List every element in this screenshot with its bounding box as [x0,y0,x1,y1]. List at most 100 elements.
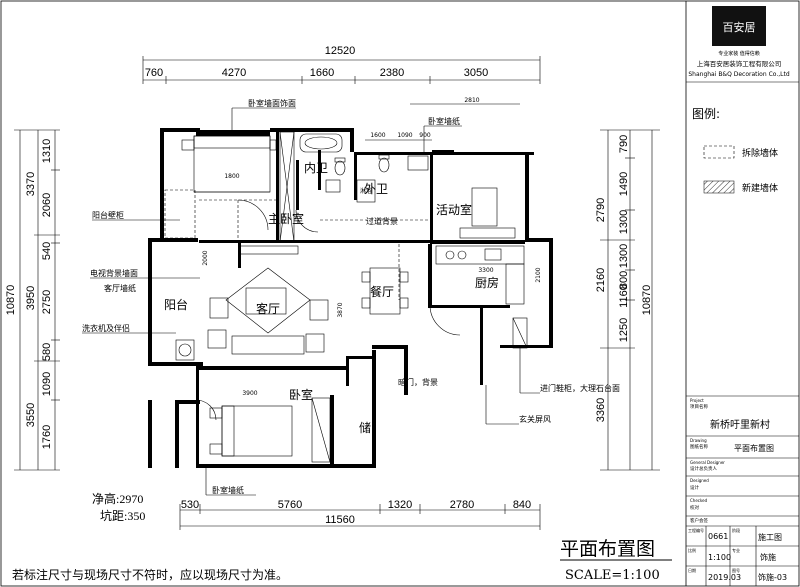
note-dark-door: 暗门，背景 [398,377,438,387]
kitchen-dim: 3300 [478,267,493,274]
stage-label: 阶段 [732,527,740,533]
right-inner-5: 800 [618,271,630,289]
right-inner-4: 1300 [618,244,630,268]
top-dim-2: 4270 [222,67,246,79]
room-activity: 活动室 [436,202,472,217]
note-bedroom-wallpaper-top: 卧室墙纸 [428,116,460,126]
legend-demolish: 拆除墙体 [742,147,778,159]
design-label-en: Designed [690,478,709,483]
room-labels: 主卧室 内卫 外卫 活动室 阳台 客厅 餐厅 厨房 卧室 储 [164,161,499,435]
toilet-1 [334,160,346,176]
right-inner-7: 1250 [618,318,630,342]
right-inner-3: 1300 [618,210,630,234]
right-outer-2: 2160 [595,268,607,292]
bedroom-dim: 3900 [242,390,257,397]
right-inner-6: 1160 [618,284,630,308]
note-balcony-cabinet: 阳台壁柜 [92,210,124,220]
job-value: 0661 [708,532,728,541]
annotations: 卧室墙面饰面 卧室墙纸 过道背景 阳台壁柜 电视背景墙面 客厅墙纸 洗衣机及伴侣… [82,98,620,496]
room-master-bedroom: 主卧室 [268,211,304,226]
legend-title: 图例: [692,107,720,121]
left-total-dim: 10870 [5,285,17,316]
title-block: 百安居 专业家装 值得信赖 上海百安居装饰工程有限公司 Shanghai B&Q… [686,6,799,586]
right-inner-1: 790 [618,135,630,153]
company-en: Shanghai B&Q Decoration Co.,Ltd [688,71,789,78]
net-height: 净高:2970 [92,491,143,506]
room-storage: 储 [359,420,371,435]
right-total-dim: 10870 [641,285,653,316]
left-inner-5: 580 [41,343,53,361]
notes: 净高:2970 坑距:350 若标注尺寸与现场尺寸不符时，应以现场尺寸为准。 平… [12,491,672,583]
left-outer-2: 3950 [25,286,37,310]
bed-width-dim: 1800 [224,173,239,180]
disclaimer: 若标注尺寸与现场尺寸不符时，应以现场尺寸为准。 [12,567,288,582]
living-rug [225,267,311,334]
furniture: 1800 淋浴 [175,131,542,463]
left-inner-3: 540 [41,242,53,260]
date-value: 2019.03 [708,573,741,582]
drawing-label-en: Drawing [690,438,707,443]
scale-label: 比例 [688,547,696,553]
bottom-dim-5: 840 [513,499,531,511]
note-bedroom-wallpaper-bottom: 卧室墙纸 [212,485,244,495]
bottom-dimensions: 530 5760 1320 2780 840 11560 [179,499,541,530]
right-outer-3: 3360 [595,398,607,422]
check-label-en: Checked [690,498,708,503]
legend-demolish-swatch [703,145,735,159]
left-inner-4: 2750 [41,290,53,314]
dim-900: 900 [419,132,431,139]
pit-distance: 坑距:350 [100,508,145,523]
note-washer-cabinet: 洗衣机及伴侣 [82,323,130,333]
stage-value: 施工图 [758,532,782,542]
master-bed [193,135,271,193]
left-inner-2: 2060 [41,193,53,217]
dining-table [369,267,401,315]
top-total-dim: 12520 [325,45,356,57]
top-dimensions: 12520 760 4270 1660 2380 3050 2810 1600 … [142,45,541,141]
dim-1600: 1600 [370,132,385,139]
check-label-cn: 校对 [690,504,699,511]
living-dim: 3870 [337,302,344,317]
left-inner-6: 1090 [41,372,53,396]
toilet-2 [378,157,390,173]
discipline-value: 饰施 [760,552,776,562]
room-balcony: 阳台 [164,297,188,312]
room-dining: 餐厅 [370,284,394,299]
design-label-cn: 设计 [690,484,699,491]
walls [148,128,553,468]
project-label-cn: 项目名称 [690,403,708,410]
top-dim-5: 3050 [464,67,488,79]
sheet-value: 饰施-03 [758,572,787,582]
washer [175,339,195,361]
note-tv-wall: 电视背景墙面 [90,268,138,278]
right-inner-2: 1490 [618,172,630,196]
right-outer-1: 2790 [595,198,607,222]
room-outer-bath: 外卫 [364,182,388,196]
bottom-dim-1: 530 [181,499,199,511]
top-dim-1: 760 [145,67,163,79]
discipline-label: 专业 [732,547,740,553]
tv-wall-dim: 2000 [202,250,209,265]
dim-1090: 1090 [397,132,412,139]
top-dim-4: 2380 [380,67,404,79]
drawing-title: 平面布置图 [560,538,655,560]
legend-new-wall-swatch [703,180,735,194]
bathtub [299,133,343,153]
logo-text: 百安居 [723,20,756,34]
project-name: 新桥吁里新村 [710,418,770,431]
left-inner-7: 1760 [41,425,53,449]
room-kitchen: 厨房 [475,275,499,290]
sheet-label: 图号 [732,567,740,573]
right-dimensions: 2790 2160 3360 790 1490 1300 1300 800 11… [595,129,660,471]
kitchen-counter [435,245,525,265]
room-inner-bath: 内卫 [304,161,328,175]
scale-value: 1:100 [708,553,731,562]
coffee-table [245,287,287,315]
kitchen-dim-v: 2100 [535,267,542,282]
logo-slogan: 专业家装 值得信赖 [718,50,760,57]
note-bedroom-wall-decor: 卧室墙面饰面 [248,98,296,108]
company-cn: 上海百安居装饰工程有限公司 [697,59,782,68]
left-inner-1: 1310 [41,139,53,163]
